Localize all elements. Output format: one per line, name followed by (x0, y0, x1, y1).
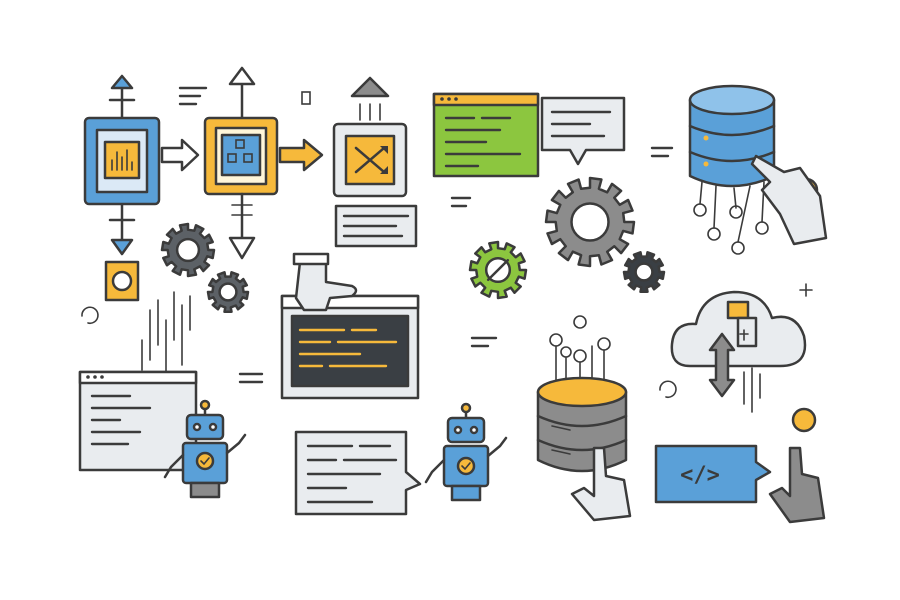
data-stream-icon (141, 291, 191, 373)
gear-icon (468, 240, 528, 300)
coin-icon (791, 407, 817, 433)
data-stream-icon (555, 345, 605, 385)
cloud-icon (670, 290, 807, 368)
gear-icon (206, 271, 250, 313)
dash-lines-icon (470, 336, 498, 348)
right-arrow-icon (160, 138, 200, 172)
terminal-window-icon (280, 294, 420, 400)
hand-pointer-icon (292, 252, 358, 312)
data-stream-icon (743, 367, 761, 413)
coin-icon (755, 221, 769, 235)
coin-icon (560, 346, 572, 358)
code-window-icon (78, 370, 198, 472)
gear-icon (622, 251, 666, 293)
document-card-icon (334, 204, 418, 248)
database-icon (536, 376, 628, 473)
up-arrow-icon (350, 76, 390, 121)
dash-lines-icon (650, 146, 674, 158)
coin-icon (731, 241, 745, 255)
hand-pointer-icon (570, 446, 632, 522)
plus-icon (799, 283, 813, 297)
robot-icon (424, 402, 508, 502)
speech-bubble-icon (294, 430, 422, 516)
coin-icon (699, 181, 765, 243)
coin-icon (707, 227, 721, 241)
code-tag-icon: </> (654, 444, 772, 504)
up-arrow-icon (228, 66, 256, 120)
hand-pointer-icon (768, 446, 826, 524)
code-window-icon (432, 92, 540, 178)
down-arrow-icon (228, 192, 256, 260)
coin-icon (549, 333, 563, 347)
dash-lines-icon (238, 372, 264, 384)
chip-icon (83, 116, 161, 206)
chip-icon (203, 116, 279, 196)
coin-icon (693, 203, 707, 217)
robot-icon (163, 399, 247, 499)
refresh-icon (81, 306, 99, 325)
speech-bubble-icon (540, 96, 626, 166)
coin-icon (573, 349, 587, 363)
right-arrow-icon (278, 138, 324, 172)
dash-lines-icon (178, 86, 208, 106)
down-arrow-icon (108, 203, 136, 256)
up-down-arrow-icon (708, 332, 736, 398)
coin-icon (597, 337, 611, 351)
shuffle-chip-icon (332, 122, 408, 198)
coin-icon (573, 315, 587, 329)
hand-pointer-icon (750, 154, 828, 246)
coin-icon (104, 260, 140, 302)
code-tag-label: </> (680, 463, 720, 488)
gear-icon (544, 176, 636, 268)
up-arrow-icon (108, 74, 136, 120)
refresh-icon (659, 380, 677, 399)
small-square-icon (301, 91, 311, 105)
coin-icon (729, 205, 743, 219)
dash-lines-icon (450, 196, 472, 208)
gear-icon (160, 222, 216, 278)
